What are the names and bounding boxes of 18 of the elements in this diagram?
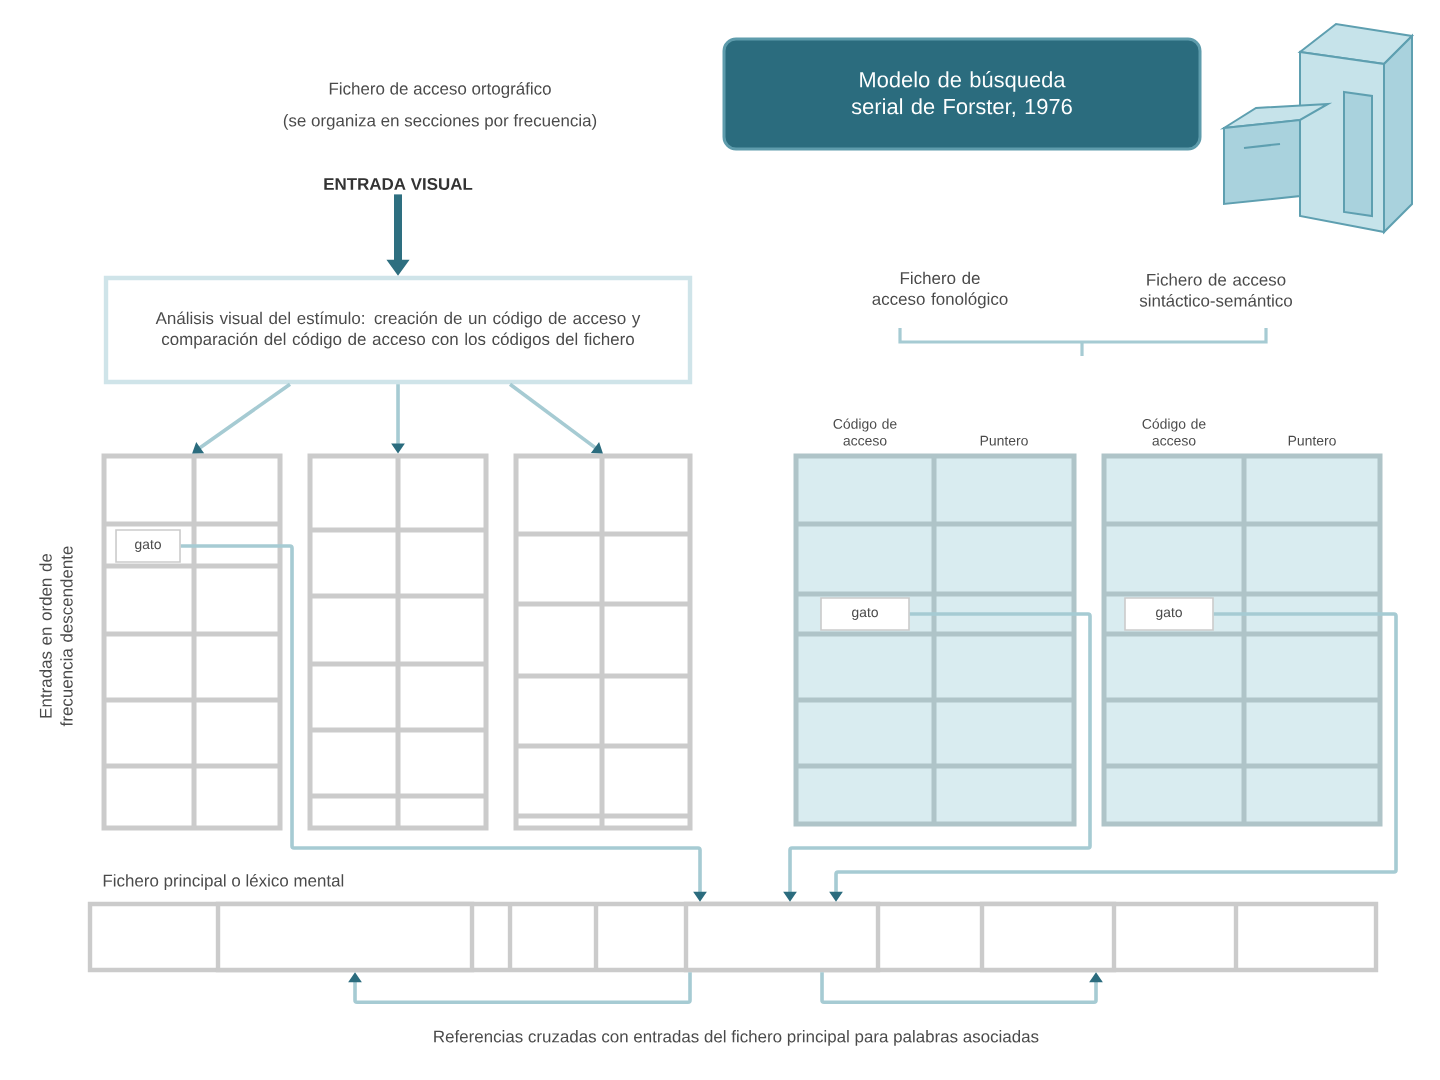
arrow <box>192 382 292 454</box>
file-cell <box>215 901 475 973</box>
heading: (se organiza en secciones por frecuencia) <box>283 114 597 130</box>
process-box: Análisis visual del estímulo: creación de un código de acceso y comparación del código de acceso con los códigos del fichero <box>103 275 693 385</box>
heading: Fichero de acceso ortográfico <box>329 82 551 98</box>
title-box: Modelo de búsqueda serial de Forster, 1976 <box>722 37 1202 151</box>
heading: Fichero de acceso sintáctico-semántico <box>1139 273 1292 307</box>
side-label: Entradas en orden de frecuencia descendente <box>39 546 73 727</box>
file-cell <box>683 901 881 973</box>
heading: Fichero de acceso fonológico <box>872 271 1008 309</box>
note: Referencias cruzadas con entradas del fichero principal para palabras asociadas <box>434 1030 1039 1046</box>
heading: Fichero principal o léxico mental <box>103 874 344 890</box>
file-cell <box>979 901 1117 973</box>
file-table <box>513 453 693 831</box>
file-table <box>101 453 283 831</box>
arrow <box>508 382 603 454</box>
input-label: ENTRADA VISUAL <box>324 178 473 190</box>
file-table <box>307 453 489 831</box>
